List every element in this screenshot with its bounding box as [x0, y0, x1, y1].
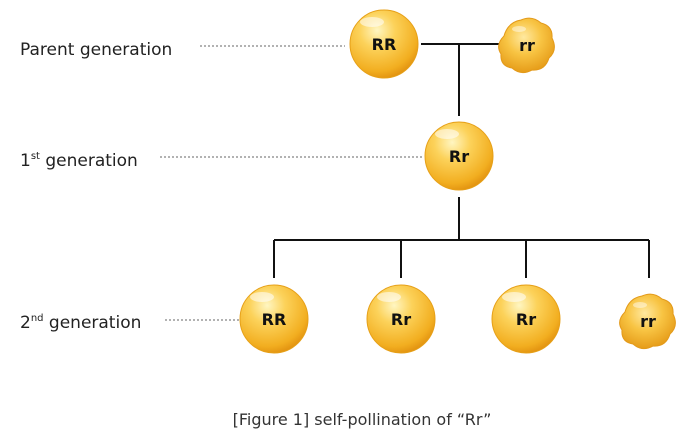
- parent-round-seed: RR: [349, 9, 419, 79]
- second-generation-label: 2nd generation: [20, 313, 141, 333]
- second-generation-genotype-2: Rr: [391, 310, 411, 329]
- second-generation-seed-2: Rr: [366, 284, 436, 354]
- parent-generation-label: Parent generation: [20, 40, 172, 60]
- figure-caption: [Figure 1] self-pollination of “Rr”: [233, 410, 492, 429]
- first-generation-genotype: Rr: [449, 147, 469, 166]
- second-generation-genotype-3: Rr: [516, 310, 536, 329]
- second-generation-genotype-1: RR: [262, 310, 287, 329]
- second-generation-seed-1: RR: [239, 284, 309, 354]
- second-generation-genotype-4: rr: [640, 312, 656, 331]
- parent-round-genotype: RR: [372, 35, 397, 54]
- first-generation-label: 1st generation: [20, 151, 138, 171]
- first-generation-seed: Rr: [424, 121, 494, 191]
- parent-wrinkled-seed: rr: [498, 17, 555, 74]
- second-generation-seed-3: Rr: [491, 284, 561, 354]
- parent-wrinkled-genotype: rr: [519, 36, 535, 55]
- second-generation-seed-4: rr: [619, 293, 676, 350]
